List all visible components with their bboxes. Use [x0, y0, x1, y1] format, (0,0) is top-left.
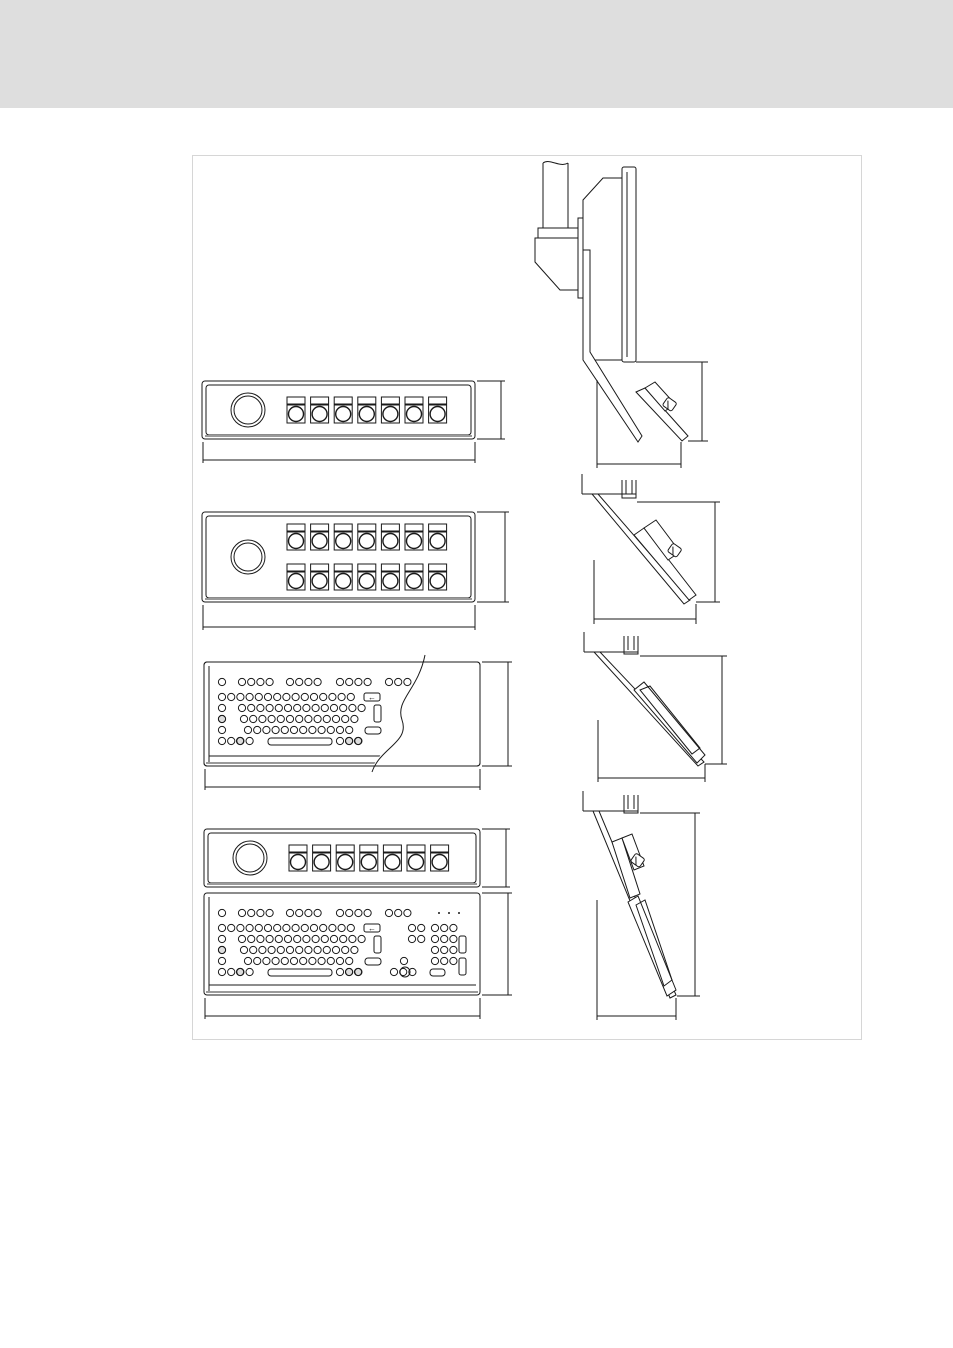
side-views: [535, 162, 727, 1020]
special-key: [218, 946, 225, 953]
special-key: [345, 968, 352, 975]
keyboard-housing: [204, 893, 480, 995]
button-housing: [360, 853, 378, 871]
keyboard-side: [634, 682, 705, 763]
dimension-width: [205, 998, 480, 1019]
button-housing: [429, 405, 447, 423]
button-housing: [407, 853, 425, 871]
front-view-button-panel-top: [204, 829, 480, 887]
button-housing: [287, 532, 305, 550]
backspace-glyph: ←: [368, 924, 376, 933]
backspace-glyph: ←: [368, 693, 376, 702]
mount-bracket: [622, 480, 636, 498]
button-housing: [311, 405, 329, 423]
special-key: [218, 715, 225, 722]
keyboard-shadow: [206, 991, 478, 993]
panel-shadow: [205, 435, 472, 437]
button-housing: [383, 853, 401, 871]
monitor-screen-frame: [622, 167, 636, 362]
mount-bracket-4: [624, 795, 638, 813]
dimension-width: [203, 442, 475, 463]
mount-bracket-3: [624, 636, 638, 654]
side-view-bracket-panel-keyboard: [583, 791, 700, 1020]
front-views: ←←: [202, 381, 512, 1019]
special-key: [345, 737, 352, 744]
button-housing: [287, 572, 305, 590]
button-housing: [334, 532, 352, 550]
special-key: [354, 737, 361, 744]
button-housing: [313, 853, 331, 871]
mount-bracket-2: [622, 480, 636, 498]
button-housing: [334, 405, 352, 423]
panel-shadow: [207, 883, 477, 885]
side-view-bracket-keyboard: [584, 632, 727, 782]
button-housing: [358, 532, 376, 550]
button-housing: [381, 572, 399, 590]
button-housing: [287, 405, 305, 423]
dimension-height: [477, 381, 505, 439]
special-key: [236, 968, 243, 975]
button-housing: [358, 405, 376, 423]
button-housing: [381, 405, 399, 423]
dimension-height: [482, 662, 512, 766]
button-housing: [405, 572, 423, 590]
button-housing: [405, 405, 423, 423]
mount-bracket: [624, 795, 638, 813]
front-view-button-panel-14: [202, 512, 475, 602]
dimension-width: [205, 769, 480, 790]
dimension-height: [477, 512, 509, 602]
dimension-height: [482, 893, 512, 995]
adapter-plate: [578, 218, 583, 298]
mount-bracket: [624, 636, 638, 654]
mount-pole: [543, 163, 568, 228]
dimension-height: [482, 829, 510, 887]
button-housing: [334, 572, 352, 590]
button-housing: [381, 532, 399, 550]
button-housing: [311, 532, 329, 550]
indicator-led: [448, 912, 450, 914]
button-housing: [429, 572, 447, 590]
special-key: [354, 968, 361, 975]
button-housing: [311, 572, 329, 590]
side-view-monitor-arm: [535, 162, 708, 468]
front-view-keyboard-full: ←: [204, 893, 480, 995]
panel-shadow: [205, 598, 472, 600]
button-housing: [289, 853, 307, 871]
special-key: [236, 737, 243, 744]
button-housing: [336, 853, 354, 871]
arm-block: [535, 238, 578, 290]
indicator-led: [438, 912, 440, 914]
front-view-button-panel-7: [202, 381, 475, 439]
front-view-keyboard-compact: ←: [204, 655, 512, 790]
button-housing: [429, 532, 447, 550]
side-view-bracket-button-panel: [582, 474, 720, 624]
button-housing: [405, 532, 423, 550]
indicator-led: [458, 912, 460, 914]
button-housing: [358, 572, 376, 590]
dimension-width: [203, 605, 475, 630]
keyboard-side: [628, 896, 676, 996]
button-housing: [431, 853, 449, 871]
